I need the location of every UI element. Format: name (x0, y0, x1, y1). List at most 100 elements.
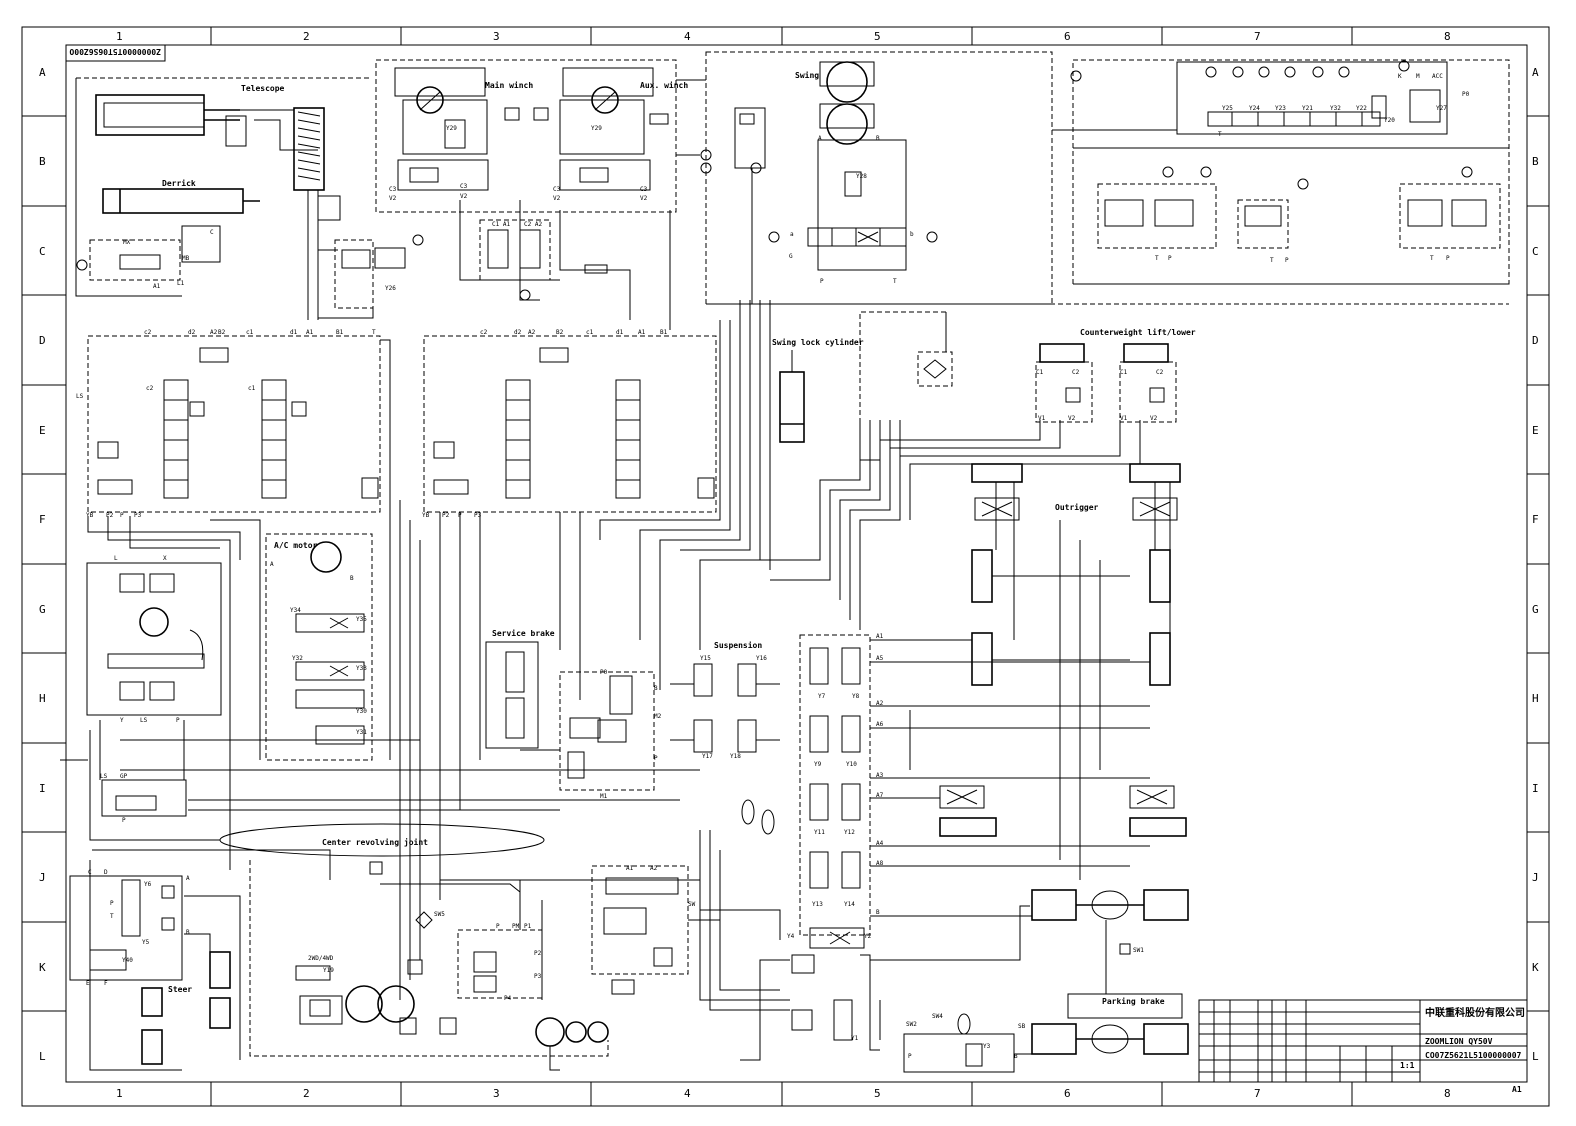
row-label: B (1532, 155, 1539, 168)
svg-text:Y: Y (120, 717, 124, 724)
port-label: A7 (876, 792, 884, 799)
winch-brake-valves: C1 A1 C2 A2 (479, 219, 608, 301)
svg-text:Y32: Y32 (292, 655, 303, 662)
priority-valve-dashed (457, 929, 543, 999)
svg-text:Y21: Y21 (1302, 105, 1313, 112)
svg-text:P0: P0 (600, 669, 608, 676)
svg-text:B1: B1 (336, 329, 344, 336)
svg-text:P3: P3 (534, 973, 542, 980)
svg-text:SW1: SW1 (1133, 947, 1144, 954)
port-label: A6 (876, 721, 884, 728)
svg-text:Y18: Y18 (730, 753, 741, 760)
svg-text:V1: V1 (1038, 415, 1046, 422)
port-label: A3 (876, 772, 884, 779)
svg-text:ACC: ACC (1432, 73, 1443, 80)
svg-text:MX: MX (123, 239, 131, 246)
svg-text:C3: C3 (389, 186, 397, 193)
steer-label: Steer (168, 985, 192, 994)
svg-text:Y29: Y29 (591, 125, 602, 132)
svg-text:Y11: Y11 (814, 829, 825, 836)
row-label: E (1532, 424, 1539, 437)
svg-text:SW: SW (688, 901, 696, 908)
svg-text:Y28: Y28 (856, 173, 867, 180)
svg-text:T: T (1430, 255, 1434, 262)
svg-text:C1: C1 (1120, 369, 1128, 376)
axle-top: SW1 (1031, 889, 1189, 955)
svg-text:V1: V1 (1120, 415, 1128, 422)
telescope-cylinder (95, 94, 341, 320)
svg-text:L: L (114, 555, 118, 562)
column-labels-bottom: 1 2 3 4 5 6 7 8 (116, 1087, 1451, 1100)
svg-text:P2: P2 (534, 950, 542, 957)
company-name: 中联重科股份有限公司 (1425, 1006, 1525, 1019)
svg-text:P: P (110, 900, 114, 907)
svg-text:M: M (1416, 73, 1420, 80)
svg-text:P4: P4 (504, 995, 512, 1002)
svg-text:P3: P3 (134, 512, 142, 519)
svg-text:Y13: Y13 (812, 901, 823, 908)
svg-text:B: B (350, 575, 354, 582)
svg-text:2WD/4WD: 2WD/4WD (308, 955, 334, 962)
svg-text:SW5: SW5 (434, 911, 445, 918)
svg-text:YB: YB (422, 512, 430, 519)
port-label: A4 (876, 840, 884, 847)
svg-text:SB: SB (1018, 1023, 1026, 1030)
svg-text:Y17: Y17 (702, 753, 713, 760)
svg-text:Y32: Y32 (1330, 105, 1341, 112)
svg-text:Y5: Y5 (142, 939, 150, 946)
col-label: 1 (116, 30, 123, 43)
svg-text:Y15: Y15 (700, 655, 711, 662)
svg-text:Y12: Y12 (844, 829, 855, 836)
svg-text:A2: A2 (210, 329, 218, 336)
col-label: 2 (303, 30, 310, 43)
svg-text:SW2: SW2 (906, 1021, 917, 1028)
svg-text:Y26: Y26 (385, 285, 396, 292)
schematic-tag: MB (880, 1061, 888, 1068)
svg-text:Y34: Y34 (290, 607, 301, 614)
svg-text:Y4: Y4 (787, 933, 795, 940)
svg-text:C1 A1: C1 A1 (492, 221, 510, 228)
svg-text:a: a (790, 231, 794, 238)
svg-text:T: T (372, 329, 376, 336)
svg-text:P: P (176, 717, 180, 724)
col-label: 6 (1064, 30, 1071, 43)
swing-lock-cylinder (779, 350, 805, 443)
svg-text:P: P (654, 755, 658, 762)
svg-text:c1: c1 (586, 329, 594, 336)
svg-text:LS: LS (76, 393, 84, 400)
col-label: 8 (1444, 1087, 1451, 1100)
port-label: A2 (876, 700, 884, 707)
svg-text:Y29: Y29 (446, 125, 457, 132)
row-label: D (1532, 334, 1539, 347)
scale-value: 1:1 (1400, 1061, 1415, 1070)
pilot-control-box (1072, 59, 1510, 285)
row-label: J (39, 871, 46, 884)
svg-text:P3: P3 (474, 512, 482, 519)
svg-text:B2: B2 (556, 329, 564, 336)
svg-text:P: P (122, 817, 126, 824)
winch-dashed-box (375, 59, 677, 213)
svg-text:A1: A1 (626, 865, 634, 872)
svg-text:P0: P0 (1462, 91, 1470, 98)
service-brake-label: Service brake (492, 628, 555, 638)
col-label: 3 (493, 30, 500, 43)
svg-text:C2: C2 (1072, 369, 1080, 376)
svg-text:V2: V2 (640, 195, 648, 202)
svg-text:A: A (186, 875, 190, 882)
svg-text:T: T (1218, 131, 1222, 138)
row-label: F (1532, 513, 1539, 526)
svg-text:d1: d1 (616, 329, 624, 336)
derrick-cylinder: MX MB A1 L1 C (76, 188, 260, 290)
svg-text:B: B (1014, 1053, 1018, 1060)
svg-text:Y24: Y24 (1249, 105, 1260, 112)
svg-text:B: B (654, 685, 658, 692)
svg-text:d1: d1 (290, 329, 298, 336)
